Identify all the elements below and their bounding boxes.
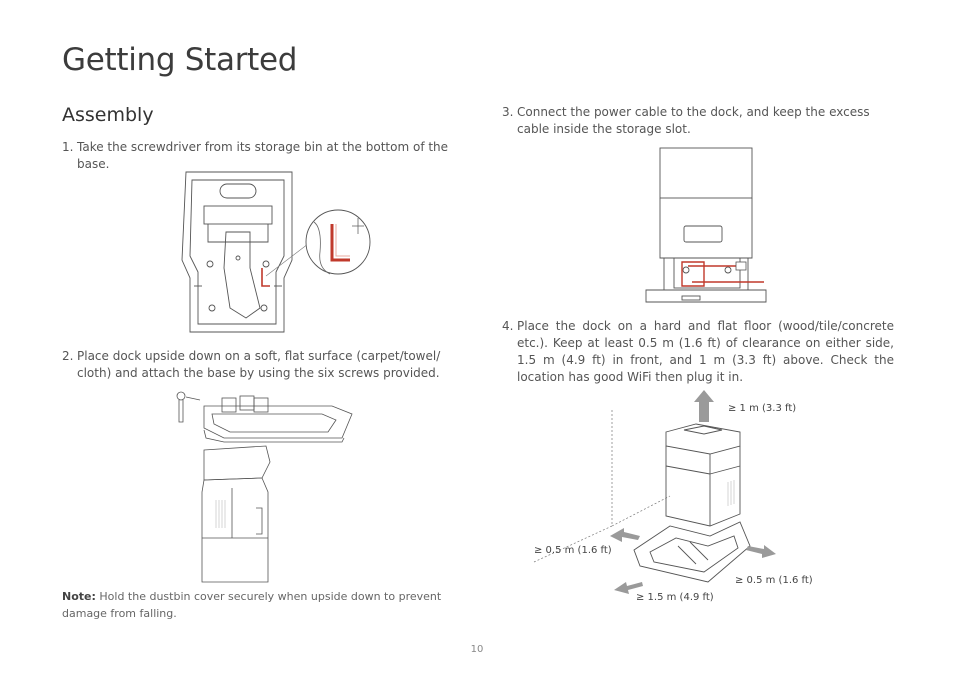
step-4: 4. Place the dock on a hard and flat flo… (502, 318, 894, 386)
page-title: Getting Started (62, 42, 298, 78)
clearance-illustration (533, 390, 776, 594)
step-1: 1. Take the screwdriver from its storage… (62, 139, 462, 173)
note: Note: Hold the dustbin cover securely wh… (62, 588, 462, 622)
clearance-front-label: ≥ 1.5 m (4.9 ft) (636, 592, 714, 603)
arrow-left-icon (610, 528, 640, 542)
step-number: 3. (502, 105, 514, 119)
note-label: Note: (62, 590, 96, 603)
step-text: Take the screwdriver from its storage bi… (77, 140, 449, 171)
power-cable-illustration (645, 147, 767, 303)
clearance-left-label: ≥ 0.5 m (1.6 ft) (534, 545, 612, 556)
step-3: 3. Connect the power cable to the dock, … (502, 104, 894, 138)
note-text: Hold the dustbin cover securely when ups… (62, 590, 442, 620)
step-number: 2. (62, 349, 74, 363)
step-number: 1. (62, 140, 74, 154)
clearance-right-label: ≥ 0.5 m (1.6 ft) (735, 575, 813, 586)
step-number: 4. (502, 319, 514, 333)
arrow-up-icon (694, 390, 714, 422)
base-underside-illustration (181, 171, 371, 333)
dock-upside-down-illustration (176, 391, 353, 583)
step-text: Connect the power cable to the dock, and… (517, 105, 870, 136)
section-title: Assembly (62, 104, 154, 126)
step-2: 2. Place dock upside down on a soft, fla… (62, 348, 442, 382)
step-text: Place the dock on a hard and flat floor … (517, 319, 894, 384)
page-number: 10 (470, 644, 484, 655)
clearance-above-label: ≥ 1 m (3.3 ft) (728, 403, 797, 414)
step-text: Place dock upside down on a soft, flat s… (77, 349, 441, 380)
arrow-front-icon (614, 582, 643, 594)
arrow-right-icon (746, 545, 776, 558)
